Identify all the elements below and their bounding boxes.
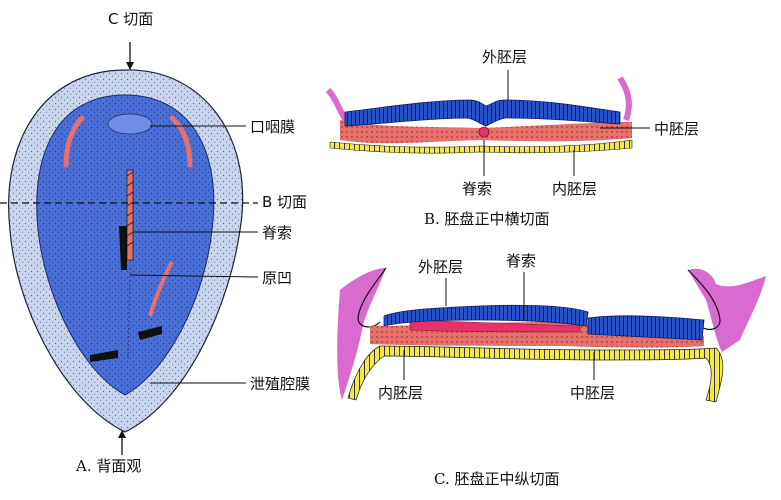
notochord-mark — [126, 169, 134, 261]
oropharyngeal-membrane-mark — [107, 113, 153, 135]
label-primitive-pit: 原凹 — [262, 269, 293, 287]
label-ectoderm-c: 外胚层 — [418, 258, 464, 276]
label-ectoderm-b: 外胚层 — [482, 48, 528, 66]
caption-panel-b: B. 胚盘正中横切面 — [424, 210, 550, 228]
panel-a-drawing — [0, 42, 259, 455]
label-cloacal-membrane: 泄殖腔膜 — [250, 375, 311, 393]
label-mesoderm-c: 中胚层 — [570, 384, 616, 402]
label-notochord-b: 脊索 — [462, 180, 493, 198]
label-notochord-a: 脊索 — [262, 224, 293, 242]
label-endoderm-b: 内胚层 — [552, 180, 598, 198]
ectoderm-c — [383, 304, 589, 327]
label-oropharyngeal-membrane: 口咽膜 — [250, 118, 296, 136]
label-notochord-c: 脊索 — [506, 252, 537, 270]
ectoderm-b — [344, 99, 621, 127]
label-endoderm-c: 内胚层 — [378, 384, 424, 402]
notochord-c — [409, 319, 581, 333]
label-mesoderm-b: 中胚层 — [654, 120, 700, 138]
caption-panel-a: A. 背面观 — [76, 457, 142, 475]
label-section-c: C 切面 — [108, 10, 154, 28]
caption-panel-c: C. 胚盘正中纵切面 — [434, 470, 560, 488]
label-section-b: B 切面 — [262, 193, 308, 211]
notochord-b — [478, 126, 490, 138]
panel-b-drawing — [325, 70, 650, 176]
panel-c-drawing — [337, 267, 766, 403]
